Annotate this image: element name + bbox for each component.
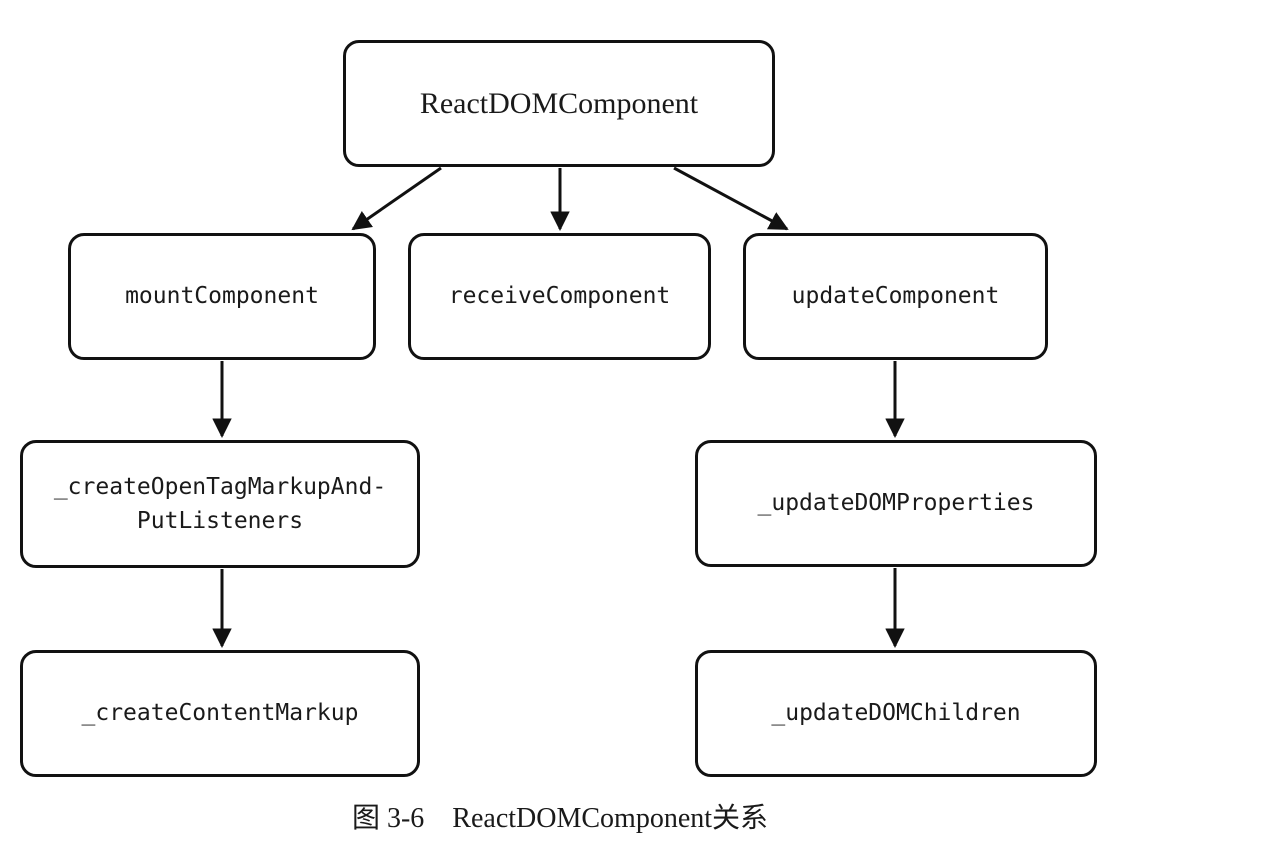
figure-caption-number: 图 3-6 [351,803,425,834]
edge-root-mount [351,166,442,231]
node-create-content-markup: _createContentMarkup [20,650,420,777]
node-reactdomcomponent: ReactDOMComponent [343,40,775,167]
node-label: _updateDOMChildren [771,700,1021,727]
node-create-open-tag-markup-and-put-listeners: _createOpenTagMarkupAnd- PutListeners [20,440,420,568]
node-label: ReactDOMComponent [419,86,699,120]
node-label: _updateDOMProperties [757,490,1035,517]
node-label: mountComponent [125,283,319,310]
node-mountcomponent: mountComponent [68,233,376,360]
node-update-dom-properties: _updateDOMProperties [695,440,1097,567]
node-label: _createContentMarkup [81,700,359,727]
node-label: updateComponent [791,283,1000,310]
node-update-dom-children: _updateDOMChildren [695,650,1097,777]
node-updatecomponent: updateComponent [743,233,1048,360]
node-receivecomponent: receiveComponent [408,233,711,360]
node-label: _createOpenTagMarkupAnd- PutListeners [53,473,387,535]
figure-caption: 图 3-6 ReactDOMComponent关系 [0,796,1120,836]
edge-root-update [673,166,789,231]
figure-caption-title: ReactDOMComponent关系 [452,803,769,834]
node-label: receiveComponent [448,283,671,310]
